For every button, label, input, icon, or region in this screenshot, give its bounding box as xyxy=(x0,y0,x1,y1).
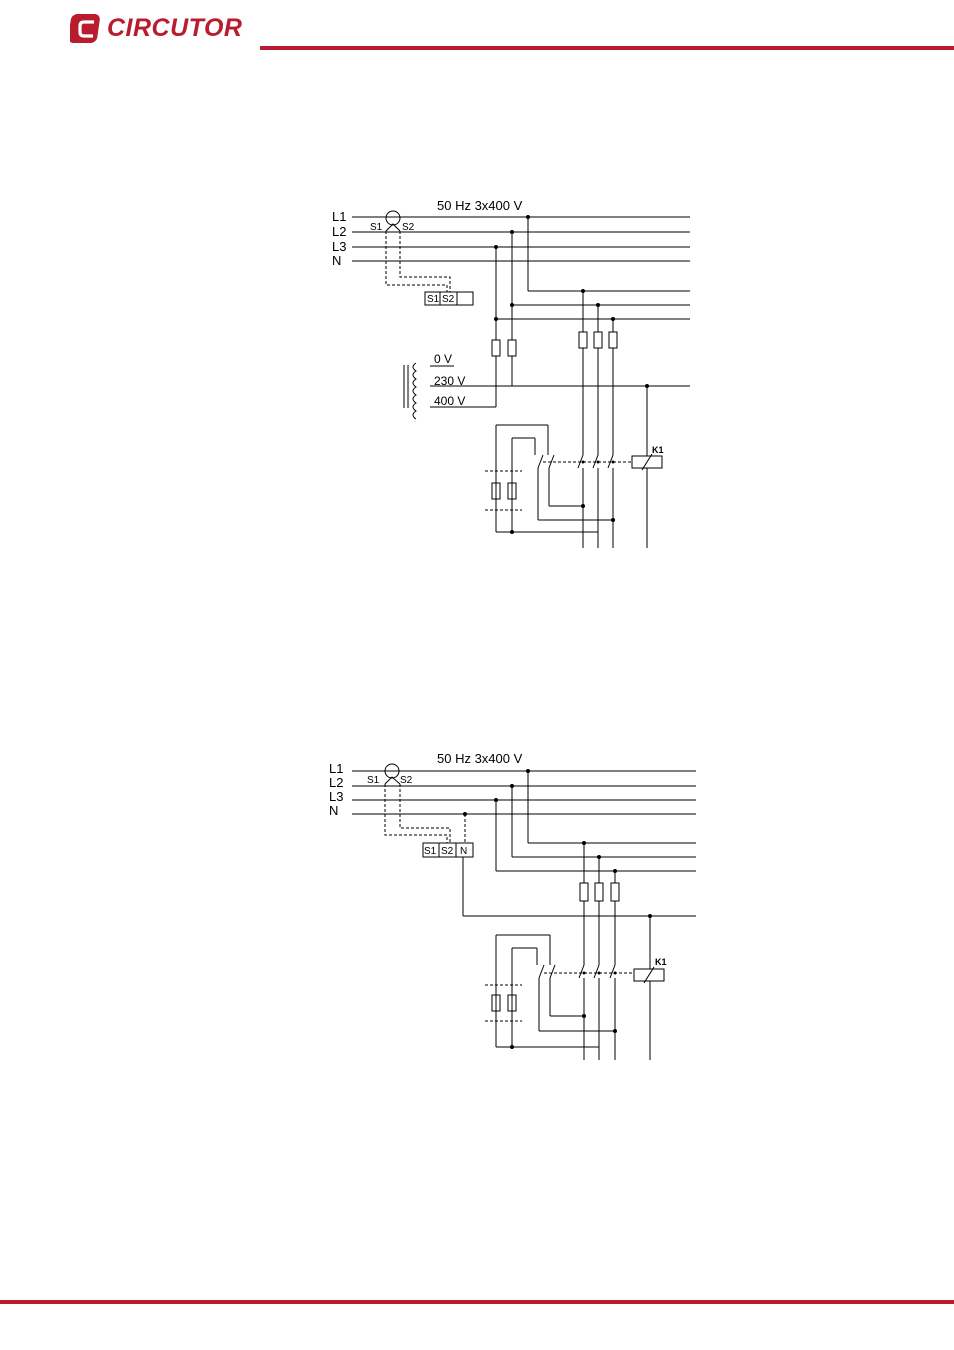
supply-label: 50 Hz 3x400 V xyxy=(437,198,523,213)
terminal-s2-label: S2 xyxy=(442,294,455,305)
ct-s1-label: S1 xyxy=(370,222,383,233)
ct-s2-label: S2 xyxy=(400,775,413,786)
contactor-k1-label: K1 xyxy=(655,957,667,967)
brand-name: CIRCUTOR xyxy=(107,13,243,42)
tap-400v-label: 400 V xyxy=(434,394,465,408)
ct-terminal-block xyxy=(422,842,474,858)
terminal-s1-label: S1 xyxy=(427,294,440,305)
supply-label: 50 Hz 3x400 V xyxy=(437,751,523,766)
line-label-l1: L1 xyxy=(332,209,346,224)
ct-s1-label: S1 xyxy=(367,775,380,786)
ct-s2-label: S2 xyxy=(402,222,415,233)
wiring-diagram-transformer: 50 Hz 3x400 V L1 L2 L3 N S1 S2 S1 S2 0 V… xyxy=(332,198,690,548)
line-label-n: N xyxy=(329,803,338,818)
line-label-l2: L2 xyxy=(332,224,346,239)
terminal-s2-label: S2 xyxy=(441,846,454,857)
wiring-diagram-neutral: 50 Hz 3x400 V L1 L2 L3 N S1 S2 S1 S2 N K… xyxy=(329,751,696,1060)
tap-0v-label: 0 V xyxy=(434,352,452,366)
tap-230v-label: 230 V xyxy=(434,374,465,388)
line-label-l1: L1 xyxy=(329,761,343,776)
footer-rule xyxy=(0,1300,954,1304)
line-label-l3: L3 xyxy=(332,239,346,254)
terminal-s1-label: S1 xyxy=(424,846,437,857)
ct-terminal-block xyxy=(424,291,474,306)
circutor-logo-icon xyxy=(70,14,100,43)
current-transformer-icon xyxy=(385,210,401,226)
contactor-k1-label: K1 xyxy=(652,445,664,455)
line-label-n: N xyxy=(332,253,341,268)
header-rule xyxy=(260,46,954,50)
terminal-n-label: N xyxy=(460,846,467,857)
line-label-l2: L2 xyxy=(329,775,343,790)
brand-logo: CIRCUTOR xyxy=(70,10,242,46)
current-transformer-icon xyxy=(384,763,400,779)
line-label-l3: L3 xyxy=(329,789,343,804)
